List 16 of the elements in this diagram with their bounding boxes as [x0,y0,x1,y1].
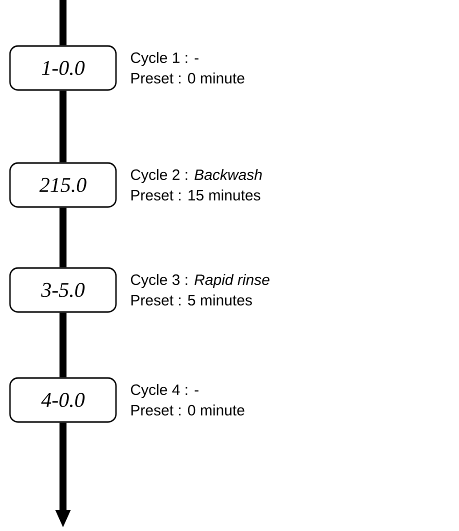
note-text: Cycle 1 : - [130,52,198,66]
value-box: 215.0 [9,162,117,208]
note-text: Preset : 15 minutes [131,190,260,200]
note-text: Cycle 2 : Backwash [130,169,262,183]
value-box: 4-0.0 [9,377,117,423]
connector-line [60,90,66,162]
value-box: 3-5.0 [9,267,117,313]
note-text: Preset : 0 minute [131,404,244,416]
connector-line [60,312,66,378]
value-box: 1-0.0 [9,45,117,91]
connector-line [60,208,66,268]
connector-line [60,0,66,46]
note-text: Cycle 4 : - [130,384,198,398]
note-text: Preset : 5 minutes [131,294,252,306]
note-text: Cycle 3 : Rapid rinse [130,274,270,288]
note-text: Preset : 0 minute [131,72,244,84]
